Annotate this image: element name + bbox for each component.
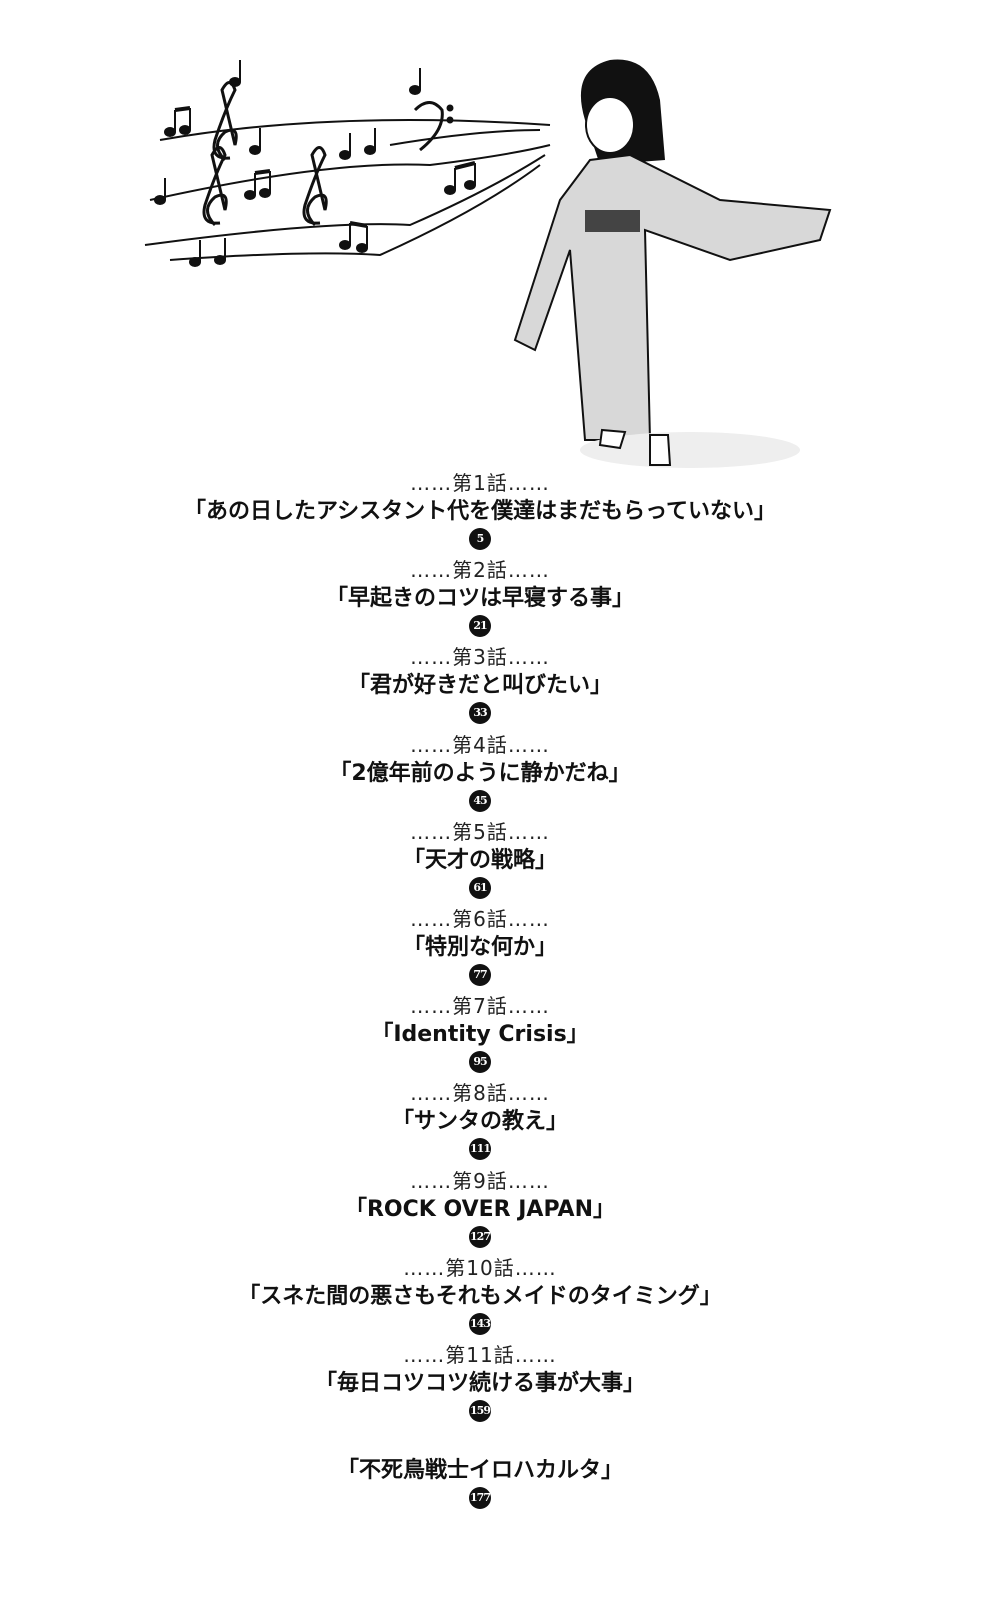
- chapter-title: 「不死鳥戦士イロハカルタ」: [336, 1458, 623, 1483]
- chapter-title: 「Identity Crisis」: [371, 1022, 589, 1048]
- chapter-title: 「天才の戦略」: [402, 847, 557, 873]
- page-number-row: 143: [0, 1312, 960, 1337]
- page-number-row: 61: [0, 876, 960, 901]
- toc-entry[interactable]: ……第9話…… 「ROCK OVER JAPAN」 127: [0, 1168, 960, 1252]
- chapter-number: ……第6話……: [410, 907, 550, 931]
- girl-playing-music-illustration: [144, 59, 832, 468]
- chapter-number: ……第2話……: [410, 558, 550, 583]
- chapter-title: 「2億年前のように静かだね」: [329, 760, 631, 786]
- chapter-title: 「ROCK OVER JAPAN」: [344, 1196, 616, 1222]
- toc-entry[interactable]: ……第10話…… 「スネた間の悪さもそれもメイドのタイミング」 143: [0, 1255, 960, 1339]
- treble-clef-icon: [202, 81, 328, 227]
- chapter-title: 「早起きのコツは早寝する事」: [325, 586, 634, 612]
- chapter-title: 「特別な何か」: [402, 935, 557, 960]
- toc-entry[interactable]: ……第7話…… 「Identity Crisis」 95: [0, 993, 960, 1077]
- chapter-title: 「毎日コツコツ続ける事が大事」: [314, 1371, 645, 1396]
- page-number-badge: 5: [469, 528, 491, 550]
- page-number-badge: 143: [469, 1312, 491, 1335]
- chapter-number: ……第7話……: [410, 994, 550, 1019]
- page-number-row: 159: [0, 1400, 960, 1424]
- chapter-number: ……第10話……: [403, 1255, 557, 1280]
- page-number-badge: 77: [469, 964, 491, 986]
- music-staff-icon: [144, 119, 551, 261]
- chapter-title: 「スネた間の悪さもそれもメイドのタイミング」: [238, 1283, 722, 1309]
- bass-clef-icon: [413, 101, 454, 152]
- page-number-badge: 33: [469, 702, 491, 725]
- chapter-number: ……第11話……: [403, 1343, 557, 1367]
- page-number-badge: 111: [469, 1138, 491, 1161]
- chapter-number: ……第5話……: [410, 819, 550, 844]
- toc-entry[interactable]: ……第1話…… 「あの日したアシスタント代を僕達はまだもらっていない」 5: [0, 470, 960, 554]
- page-number-row: 45: [0, 789, 960, 814]
- page-number-row: 5: [0, 528, 960, 552]
- page-number-badge: 159: [469, 1400, 491, 1422]
- chapter-number: ……第8話……: [410, 1081, 550, 1106]
- chapter-number: ……第1話……: [410, 471, 550, 495]
- chapter-title: 「サンタの教え」: [391, 1109, 568, 1135]
- page-number-row: 33: [0, 702, 960, 726]
- page-number-badge: 95: [469, 1051, 491, 1074]
- page-number-row: 111: [0, 1138, 960, 1162]
- page-number-badge: 177: [469, 1487, 491, 1509]
- page-number-row: 77: [0, 964, 960, 988]
- toc-entry[interactable]: ……第8話…… 「サンタの教え」 111: [0, 1080, 960, 1164]
- page-number-row: 95: [0, 1051, 960, 1075]
- page-number-badge: 61: [469, 876, 491, 899]
- chapter-number: ……第3話……: [410, 645, 550, 670]
- toc-entry[interactable]: ……第3話…… 「君が好きだと叫びたい」 33: [0, 644, 960, 728]
- toc-entry[interactable]: ……第2話…… 「早起きのコツは早寝する事」 21: [0, 557, 960, 641]
- toc-entry[interactable]: ……第5話…… 「天才の戦略」 61: [0, 819, 960, 903]
- chapter-title: 「あの日したアシスタント代を僕達はまだもらっていない」: [183, 499, 777, 524]
- page-number-row: 127: [0, 1225, 960, 1250]
- toc-entry[interactable]: ……第4話…… 「2億年前のように静かだね」 45: [0, 732, 960, 816]
- page-number-row: 177: [0, 1487, 960, 1511]
- page-number-badge: 21: [469, 615, 491, 638]
- chapter-title: 「君が好きだと叫びたい」: [347, 673, 612, 699]
- chapter-number: ……第4話……: [410, 732, 550, 757]
- girl-in-kimono-icon: [513, 59, 832, 468]
- toc-entry[interactable]: ……第6話…… 「特別な何か」 77: [0, 906, 960, 990]
- chapter-number: ……第9話……: [410, 1168, 550, 1193]
- toc-entry[interactable]: ……第11話…… 「毎日コツコツ続ける事が大事」 159: [0, 1342, 960, 1426]
- page-number-row: 21: [0, 615, 960, 639]
- page-number-badge: 127: [469, 1225, 491, 1248]
- music-notes-icon: [154, 60, 476, 267]
- toc-entry-bonus[interactable]: 「不死鳥戦士イロハカルタ」 177: [0, 1455, 960, 1539]
- page-number-badge: 45: [469, 789, 491, 812]
